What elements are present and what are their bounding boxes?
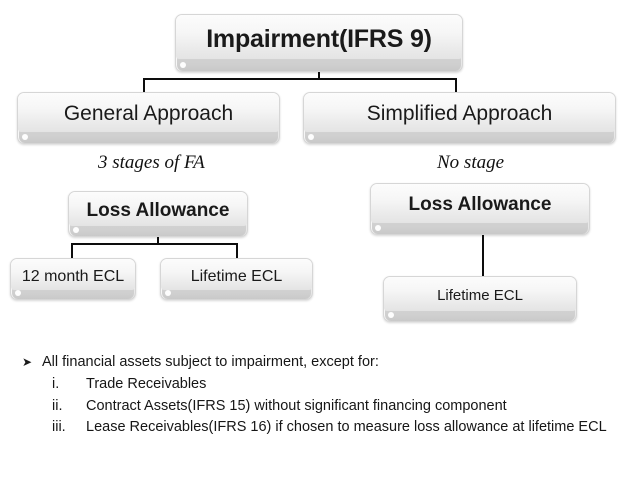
list-item-text: Lease Receivables(IFRS 16) if chosen to … <box>86 419 607 435</box>
connector-la-left-stem <box>157 237 159 245</box>
connector-title-stem <box>318 72 320 80</box>
node-label: Lifetime ECL <box>190 267 283 285</box>
node-label: 12 month ECL <box>21 267 125 285</box>
connector-drop-simplified <box>455 78 457 94</box>
node-simplified-approach[interactable]: Simplified Approach <box>303 92 616 144</box>
node-label: Lifetime ECL <box>437 286 523 304</box>
connector-la-left-crossbar <box>71 243 238 245</box>
node-label: General Approach <box>63 102 234 126</box>
list-item-number: iii. <box>52 419 66 435</box>
connector-drop-12m-ecl <box>71 243 73 259</box>
list-item-text: Contract Assets(IFRS 15) without signifi… <box>86 397 507 414</box>
note-lead-row: ➤ All financial assets subject to impair… <box>22 352 622 373</box>
node-lifetime-ecl-simplified[interactable]: Lifetime ECL <box>383 276 577 322</box>
node-12-month-ecl[interactable]: 12 month ECL <box>10 258 136 300</box>
arrow-bullet-icon: ➤ <box>22 355 33 369</box>
connector-title-crossbar <box>143 78 457 80</box>
connector-drop-lifetime-ecl-left <box>236 243 238 259</box>
node-general-approach[interactable]: General Approach <box>17 92 280 144</box>
node-impairment-ifrs9[interactable]: Impairment(IFRS 9) <box>175 14 463 72</box>
note-sub-list: i. Trade Receivables ii. Contract Assets… <box>22 374 622 439</box>
node-label: Loss Allowance <box>408 194 552 216</box>
list-item: i. Trade Receivables <box>22 374 622 396</box>
list-item-number: ii. <box>52 397 63 414</box>
node-label: Simplified Approach <box>366 102 553 126</box>
note-lead-text: All financial assets subject to impairme… <box>42 354 379 370</box>
list-item-number: i. <box>52 376 60 392</box>
list-item: ii. Contract Assets(IFRS 15) without sig… <box>22 396 622 418</box>
node-label: Impairment(IFRS 9) <box>206 24 432 53</box>
notes-block: ➤ All financial assets subject to impair… <box>22 352 622 439</box>
node-lifetime-ecl-general[interactable]: Lifetime ECL <box>160 258 313 300</box>
list-item-text: Trade Receivables <box>86 376 207 392</box>
list-item: iii. Lease Receivables(IFRS 16) if chose… <box>22 417 622 439</box>
node-label: Loss Allowance <box>86 199 230 221</box>
caption-general-approach: 3 stages of FA <box>98 152 205 173</box>
caption-simplified-approach: No stage <box>437 152 505 173</box>
connector-drop-lifetime-ecl-right <box>482 235 484 278</box>
node-loss-allowance-general[interactable]: Loss Allowance <box>68 191 248 237</box>
connector-drop-general <box>143 78 145 94</box>
node-loss-allowance-simplified[interactable]: Loss Allowance <box>370 183 590 235</box>
